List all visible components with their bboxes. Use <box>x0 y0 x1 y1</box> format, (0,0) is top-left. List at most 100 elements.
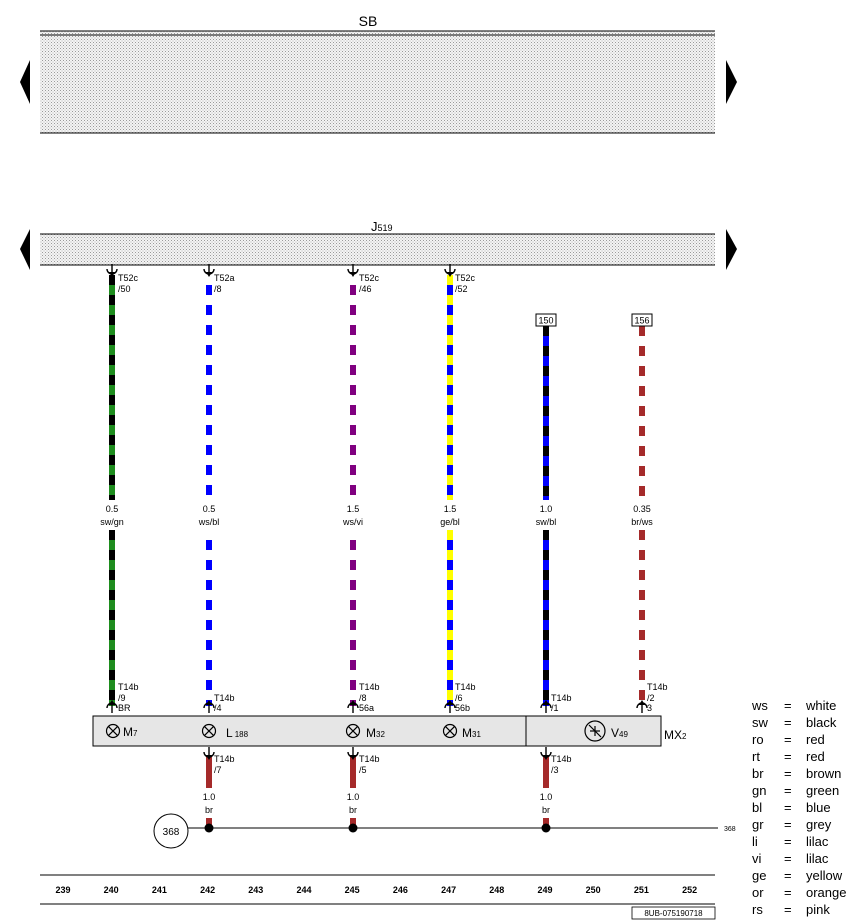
wire-stripe <box>350 640 356 650</box>
wire-stripe <box>350 295 356 305</box>
column-number: 242 <box>200 885 215 895</box>
wire-stripe <box>350 570 356 580</box>
junction-dot <box>205 824 214 833</box>
connector-arrow-icon <box>445 700 455 713</box>
legend-color-name: yellow <box>806 867 842 884</box>
wire-242-bottom-connector: T14b <box>214 693 235 703</box>
wire-245-bottom-pin: /8 <box>359 693 367 703</box>
wire-stripe <box>639 416 645 426</box>
wire-stripe <box>206 485 212 495</box>
wire-stripe <box>350 495 356 500</box>
wire-stripe <box>543 416 549 426</box>
continue-left-arrow-icon[interactable] <box>20 60 30 104</box>
wire-stripe <box>447 495 453 500</box>
legend-equals: = <box>784 884 792 901</box>
wire-stripe <box>109 365 115 375</box>
wire-245-bottom-connector: T14b <box>359 682 380 692</box>
wire-stripe <box>350 285 356 295</box>
wire-stripe <box>109 680 115 690</box>
wire-stripe <box>447 530 453 540</box>
wire-stripe <box>206 495 212 500</box>
wire-stripe <box>447 680 453 690</box>
ground-wire-stripe <box>543 756 549 788</box>
wire-stripe <box>109 305 115 315</box>
wire-stripe <box>639 326 645 336</box>
wire-stripe <box>639 650 645 660</box>
wire-stripe <box>206 385 212 395</box>
wire-stripe <box>543 580 549 590</box>
wire-stripe <box>206 415 212 425</box>
continue-right-arrow-icon[interactable] <box>726 229 737 270</box>
wire-stripe <box>543 610 549 620</box>
wire-stripe <box>639 436 645 446</box>
wire-stripe <box>447 610 453 620</box>
wire-stripe <box>350 475 356 485</box>
wire-stripe <box>109 385 115 395</box>
wire-stripe <box>206 670 212 680</box>
wire-stripe <box>639 476 645 486</box>
ground-wire-stripe <box>350 756 356 788</box>
legend-color-name: red <box>806 748 825 765</box>
column-number: 249 <box>537 885 552 895</box>
wire-stripe <box>206 335 212 345</box>
wire-stripe <box>543 406 549 416</box>
wire-stripe <box>350 485 356 495</box>
wire-stripe <box>543 426 549 436</box>
wire-stripe <box>350 365 356 375</box>
wire-stripe <box>350 580 356 590</box>
ground-ref-circle-label: 368 <box>163 827 180 838</box>
wire-stripe <box>206 570 212 580</box>
continue-right-arrow-icon[interactable] <box>726 60 737 104</box>
legend-equals: = <box>784 731 792 748</box>
wire-stripe <box>543 600 549 610</box>
column-numbers: 2392402412422432442452462472482492502512… <box>55 885 697 895</box>
sb-carrier-body <box>40 31 715 133</box>
wire-242-bottom-pin: /4 <box>214 703 222 713</box>
wire-stripe <box>109 395 115 405</box>
wire-stripe <box>350 590 356 600</box>
legend-row: or=orange <box>752 884 864 901</box>
legend-abbr: rs <box>752 901 763 918</box>
wire-stripe <box>206 690 212 700</box>
wire-stripe <box>109 405 115 415</box>
wire-240-bottom-extra: BR <box>118 703 131 713</box>
wire-stripe <box>350 315 356 325</box>
wire-251-bottom-connector: T14b <box>647 682 668 692</box>
sb-carrier: SB <box>20 13 737 133</box>
connector-arrow-icon <box>541 747 551 760</box>
wire-stripe <box>639 680 645 690</box>
wire-stripe <box>206 395 212 405</box>
wire-stripe <box>109 445 115 455</box>
wire-stripe <box>206 365 212 375</box>
wire-stripe <box>447 375 453 385</box>
wire-stripe <box>447 550 453 560</box>
ground-bus: 368 368 <box>154 814 736 848</box>
wire-242-top-connector: T52a <box>214 273 235 283</box>
wire-stripe <box>206 355 212 365</box>
legend-color-name: brown <box>806 765 841 782</box>
legend-color-name: blue <box>806 799 831 816</box>
wire-stripe <box>109 550 115 560</box>
legend-equals: = <box>784 850 792 867</box>
wire-stripe <box>639 336 645 346</box>
ground-249-pin: /3 <box>551 765 559 775</box>
wire-stripe <box>543 680 549 690</box>
wire-stripe <box>447 630 453 640</box>
wire-stripe <box>447 335 453 345</box>
wire-stripe <box>543 630 549 640</box>
wire-stripe <box>543 346 549 356</box>
wire-stripe <box>206 475 212 485</box>
control-unit-j519: J519 <box>20 219 737 270</box>
wire-251-bottom-extra: 3 <box>647 703 652 713</box>
wire-stripe <box>350 610 356 620</box>
continue-left-arrow-icon[interactable] <box>20 229 30 270</box>
wire-stripe <box>109 335 115 345</box>
wire-stripe <box>109 495 115 500</box>
ground-245-connector: T14b <box>359 754 380 764</box>
wire-stripe <box>639 630 645 640</box>
wire-stripe <box>109 345 115 355</box>
wire-stripe <box>447 540 453 550</box>
wire-stripe <box>639 376 645 386</box>
wire-stripe <box>109 620 115 630</box>
wire-stripe <box>206 285 212 295</box>
